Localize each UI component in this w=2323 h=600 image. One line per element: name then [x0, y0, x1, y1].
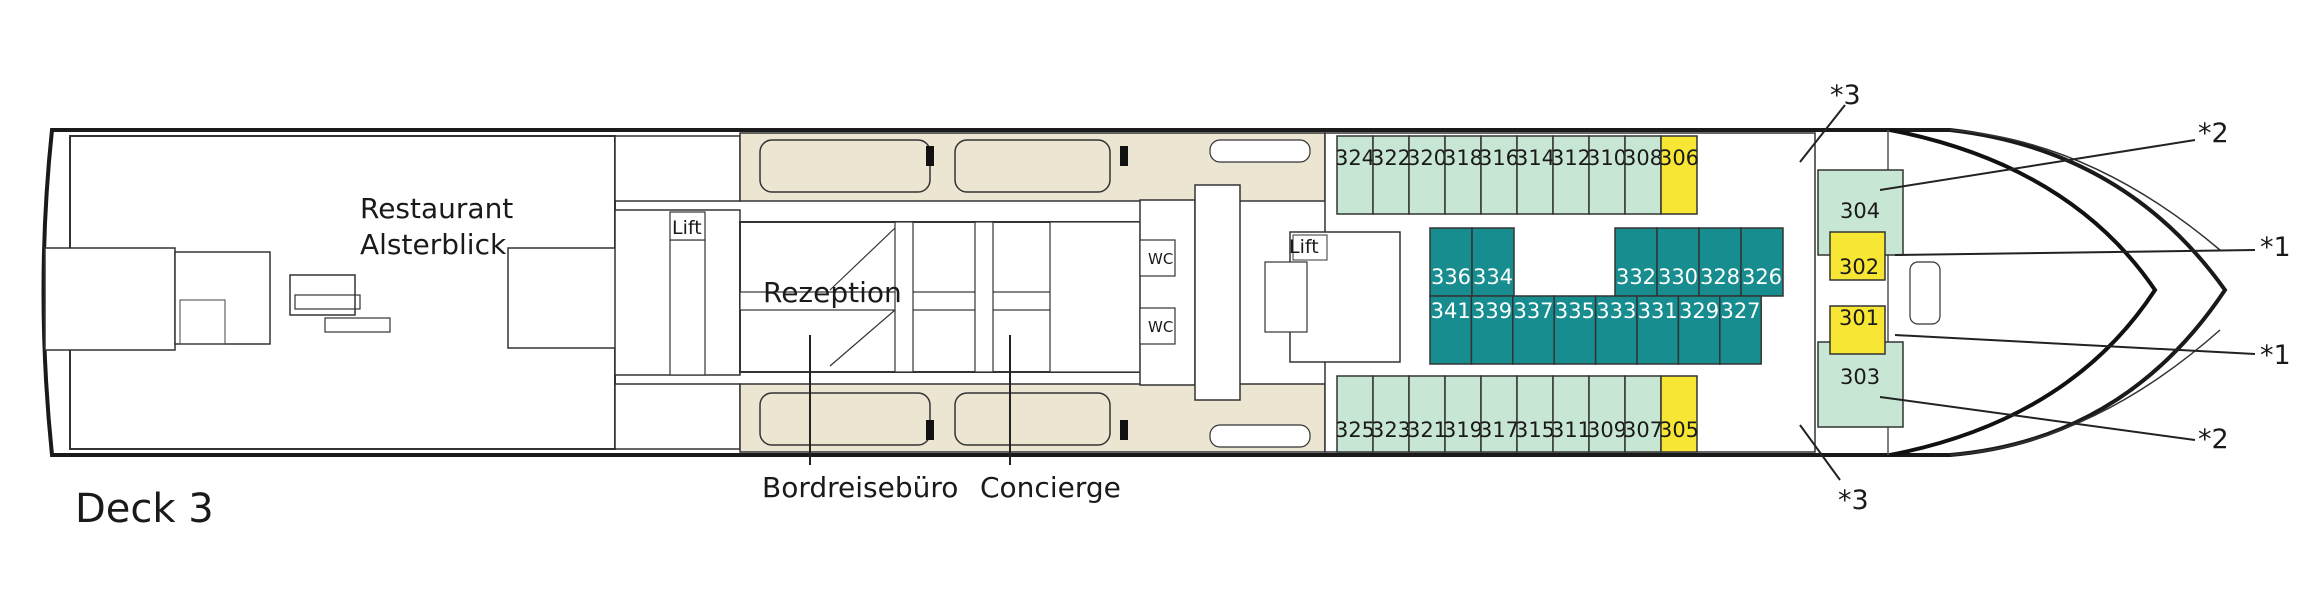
cabin-339[interactable]: 339 [1470, 295, 1514, 365]
cabin-323[interactable]: 323 [1371, 375, 1411, 453]
cabin-319[interactable]: 319 [1443, 375, 1483, 453]
cabin-333[interactable]: 333 [1594, 295, 1638, 365]
lift-label-aft: Lift [672, 217, 702, 239]
lift-label-fwd: Lift [1289, 236, 1319, 258]
cabin-309[interactable]: 309 [1587, 375, 1627, 453]
cabin-304[interactable]: 304 [1840, 199, 1880, 223]
cabin-328[interactable]: 328 [1698, 227, 1742, 297]
cabin-337[interactable]: 337 [1512, 295, 1555, 365]
cabin-number: 335 [1555, 299, 1595, 323]
cabin-329[interactable]: 329 [1677, 295, 1721, 365]
cabin-310[interactable]: 310 [1587, 135, 1627, 215]
cabin-303[interactable]: 303 [1840, 365, 1880, 389]
annotation-301: *1 [2260, 340, 2291, 371]
annotation-303: *2 [2198, 424, 2229, 455]
cabin-number: 325 [1335, 418, 1375, 442]
service-rooms: WC WC [739, 132, 1326, 453]
cabin-number: 330 [1658, 265, 1698, 289]
annotation-302: *1 [2260, 232, 2291, 263]
cabin-335[interactable]: 335 [1553, 295, 1597, 365]
cabin-336[interactable]: 336 [1429, 227, 1473, 297]
cabin-number: 336 [1431, 265, 1471, 289]
cabin-327[interactable]: 327 [1719, 295, 1762, 365]
cabin-307[interactable]: 307 [1623, 375, 1663, 453]
cabin-number: 320 [1407, 146, 1447, 170]
cabin-number: 334 [1473, 265, 1513, 289]
cabin-321[interactable]: 321 [1407, 375, 1447, 453]
cabin-number: 329 [1679, 299, 1719, 323]
restaurant-label-line2: Alsterblick [360, 228, 507, 261]
cabin-number: 324 [1335, 146, 1375, 170]
cabin-302[interactable]: 302 [1839, 255, 1879, 279]
cabin-326[interactable]: 326 [1740, 227, 1784, 297]
cabin-number: 315 [1515, 418, 1555, 442]
cabin-316[interactable]: 316 [1479, 135, 1519, 215]
cabin-number: 326 [1742, 265, 1782, 289]
cabin-311[interactable]: 311 [1551, 375, 1591, 453]
cabin-number: 314 [1515, 146, 1555, 170]
annotation-leaders [1799, 104, 2256, 481]
cabin-number: 306 [1659, 146, 1699, 170]
cabin-number: 317 [1479, 418, 1519, 442]
wc-label-top: WC [1148, 250, 1173, 268]
cabin-331[interactable]: 331 [1636, 295, 1680, 365]
cabin-number: 316 [1479, 146, 1519, 170]
cabin-317[interactable]: 317 [1479, 375, 1519, 453]
cabin-number: 323 [1371, 418, 1411, 442]
cabin-number: 309 [1587, 418, 1627, 442]
cabin-number: 341 [1431, 299, 1471, 323]
cabin-number: 311 [1551, 418, 1591, 442]
annotation-305: *3 [1838, 485, 1869, 516]
cabin-325[interactable]: 325 [1335, 375, 1375, 453]
cabin-number: 318 [1443, 146, 1483, 170]
annotation-306: *3 [1830, 80, 1861, 111]
cabin-number: 310 [1587, 146, 1627, 170]
cabin-number: 308 [1623, 146, 1663, 170]
cabin-308[interactable]: 308 [1623, 135, 1663, 215]
cabin-318[interactable]: 318 [1443, 135, 1483, 215]
cabin-number: 321 [1407, 418, 1447, 442]
cabin-number: 312 [1551, 146, 1591, 170]
deck-title: Deck 3 [75, 486, 214, 532]
cabin-324[interactable]: 324 [1335, 135, 1375, 215]
cabin-number: 322 [1371, 146, 1411, 170]
travel-office-label: Bordreisebüro [762, 471, 958, 504]
restaurant-section: Lift [44, 135, 741, 450]
cabin-number: 319 [1443, 418, 1483, 442]
cabin-number: 327 [1720, 299, 1760, 323]
cabin-314[interactable]: 314 [1515, 135, 1555, 215]
wc-label-bottom: WC [1148, 318, 1173, 336]
cabin-number: 307 [1623, 418, 1663, 442]
restaurant-label-line1: Restaurant [360, 192, 513, 225]
cabin-341[interactable]: 341 [1429, 295, 1473, 365]
concierge-label: Concierge [980, 471, 1121, 504]
cabin-306[interactable]: 306 [1659, 135, 1699, 215]
cabin-number: 328 [1700, 265, 1740, 289]
cabin-number: 337 [1513, 299, 1553, 323]
cabin-301[interactable]: 301 [1839, 306, 1879, 330]
cabin-332[interactable]: 332 [1614, 227, 1658, 297]
cabin-330[interactable]: 330 [1656, 227, 1700, 297]
cabin-334[interactable]: 334 [1471, 227, 1515, 297]
cabin-305[interactable]: 305 [1659, 375, 1699, 453]
cabin-312[interactable]: 312 [1551, 135, 1591, 215]
annotation-304: *2 [2198, 118, 2229, 149]
cabin-number: 305 [1659, 418, 1699, 442]
cabin-number: 339 [1472, 299, 1512, 323]
cabin-315[interactable]: 315 [1515, 375, 1555, 453]
cabin-number: 333 [1596, 299, 1636, 323]
reception-label: Rezeption [763, 276, 902, 309]
cabin-number: 331 [1638, 299, 1678, 323]
cabin-320[interactable]: 320 [1407, 135, 1447, 215]
cabin-number: 332 [1616, 265, 1656, 289]
cabin-322[interactable]: 322 [1371, 135, 1411, 215]
